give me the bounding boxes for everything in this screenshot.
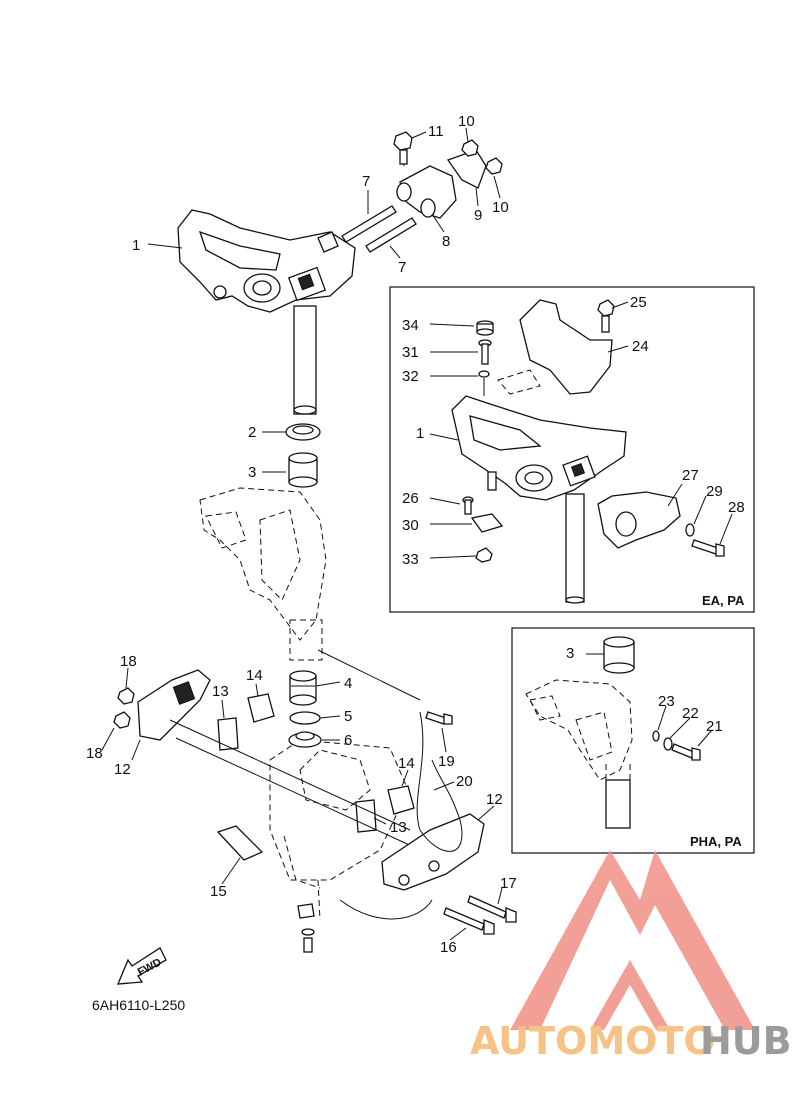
steering-bracket-main: [177, 209, 356, 415]
callout-5: 5: [344, 708, 352, 725]
callout-14a: 14: [246, 667, 263, 684]
bolts-16-17: [443, 895, 517, 935]
bolt-19: [425, 711, 453, 725]
automotohub-logo: AUTOMOTO HUB: [470, 850, 792, 1063]
ground-wire-20: [339, 711, 463, 920]
callout-10b: 10: [492, 199, 509, 216]
callout-21: 21: [706, 718, 723, 735]
callout-13b: 13: [390, 819, 407, 836]
callout-12b: 12: [486, 791, 503, 808]
nuts-18: [113, 687, 135, 729]
callout-32: 32: [402, 368, 419, 385]
leader-shaft: [317, 649, 421, 701]
callout-3: 3: [248, 464, 256, 481]
callout-3-inset: 3: [566, 645, 574, 662]
callout-leaders: [101, 127, 503, 941]
callout-7b: 7: [398, 259, 406, 276]
callout-16: 16: [440, 939, 457, 956]
dampers-14: [247, 693, 415, 815]
callout-2: 2: [248, 424, 256, 441]
inset-top-label: EA, PA: [702, 593, 745, 608]
clamp-block-8: [396, 165, 457, 219]
callout-14b: 14: [398, 755, 415, 772]
inset-ea-pa: 34 31 32 1 26 30 33 25 24 27 29 28 EA, P…: [389, 286, 755, 613]
callout-20: 20: [456, 773, 473, 790]
callout-28: 28: [728, 499, 745, 516]
callout-18b: 18: [86, 745, 103, 762]
callout-24: 24: [632, 338, 649, 355]
bushing-4: [289, 670, 317, 706]
callout-numbers: 1 2 3 4 5 6 7 7 8 9 10 10 11 12 12 13 13…: [86, 113, 517, 956]
bushing-2: [285, 423, 321, 441]
callout-1: 1: [132, 237, 140, 254]
fwd-arrow-icon: FWD: [116, 947, 167, 985]
callout-8: 8: [442, 233, 450, 250]
callout-30: 30: [402, 517, 419, 534]
inset-bottom-label: PHA, PA: [690, 834, 742, 849]
inset-pha-pa: 3 23 22 21 PHA, PA: [511, 627, 755, 854]
callout-25: 25: [630, 294, 647, 311]
clamp-bracket-left-12: [137, 669, 417, 849]
callout-6: 6: [344, 732, 352, 749]
callout-34: 34: [402, 317, 419, 334]
callout-29: 29: [706, 483, 723, 500]
callout-1-inset: 1: [416, 425, 424, 442]
plate-15: [216, 825, 264, 861]
callout-23: 23: [658, 693, 675, 710]
o-ring-5: [289, 711, 321, 725]
callout-27: 27: [682, 467, 699, 484]
callout-26: 26: [402, 490, 419, 507]
stud-bolts: [341, 205, 417, 253]
logo-text-hub: HUB: [700, 1019, 792, 1063]
callout-15: 15: [210, 883, 227, 900]
callout-9: 9: [474, 207, 482, 224]
swivel-bracket-phantom: [199, 487, 409, 921]
callout-13a: 13: [212, 683, 229, 700]
lower-bolt-assembly: [297, 903, 315, 953]
callout-10a: 10: [458, 113, 475, 130]
figure-code: 6AH6110-L250: [92, 997, 185, 1013]
callout-4: 4: [344, 675, 352, 692]
fwd-label: FWD: [136, 956, 164, 978]
callout-33: 33: [402, 551, 419, 568]
callout-12a: 12: [114, 761, 131, 778]
clamp-bracket-right-12: [381, 813, 485, 891]
callout-17: 17: [500, 875, 517, 892]
callout-7a: 7: [362, 173, 370, 190]
callout-11: 11: [428, 123, 444, 140]
logo-text-automoto: AUTOMOTO: [470, 1019, 716, 1063]
callout-19: 19: [438, 753, 455, 770]
bushing-3: [288, 452, 318, 488]
callout-22: 22: [682, 705, 699, 722]
callout-31: 31: [402, 344, 419, 361]
nuts-10: [461, 139, 503, 175]
bolt-11: [393, 131, 413, 167]
bushing-6: [288, 731, 322, 748]
callout-18a: 18: [120, 653, 137, 670]
